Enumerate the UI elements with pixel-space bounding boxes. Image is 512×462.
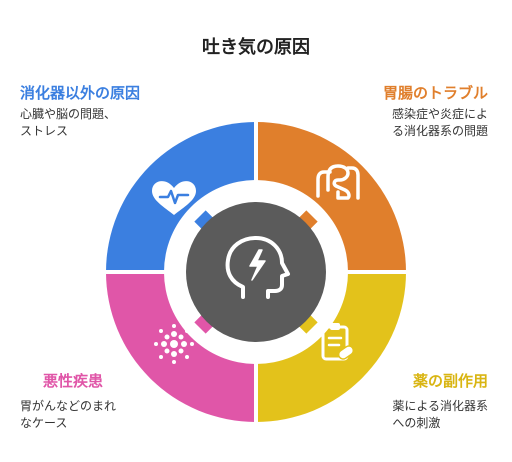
virus-cell-icon: [154, 324, 194, 364]
category-title-gastrointestinal: 胃腸のトラブル: [382, 84, 488, 102]
head-lightning-icon: [225, 236, 290, 299]
diagram-title: 吐き気の原因: [202, 37, 310, 58]
category-title-non-digestive: 消化器以外の原因: [20, 84, 141, 102]
heart-pulse-icon: [152, 181, 196, 215]
category-desc-malignant: 胃がんなどのまれ なケース: [20, 399, 117, 430]
category-title-drug-side-effect: 薬の副作用: [412, 372, 488, 390]
category-title-malignant: 悪性疾患: [43, 372, 104, 390]
category-desc-non-digestive: 心臓や脳の問題、 ストレス: [20, 107, 117, 138]
category-desc-drug-side-effect: 薬による消化器系 への刺激: [392, 399, 488, 430]
category-desc-gastrointestinal: 感染症や炎症によ る消化器系の問題: [391, 107, 488, 138]
intestine-icon: [316, 164, 360, 200]
medication-clipboard-icon: [321, 323, 355, 361]
